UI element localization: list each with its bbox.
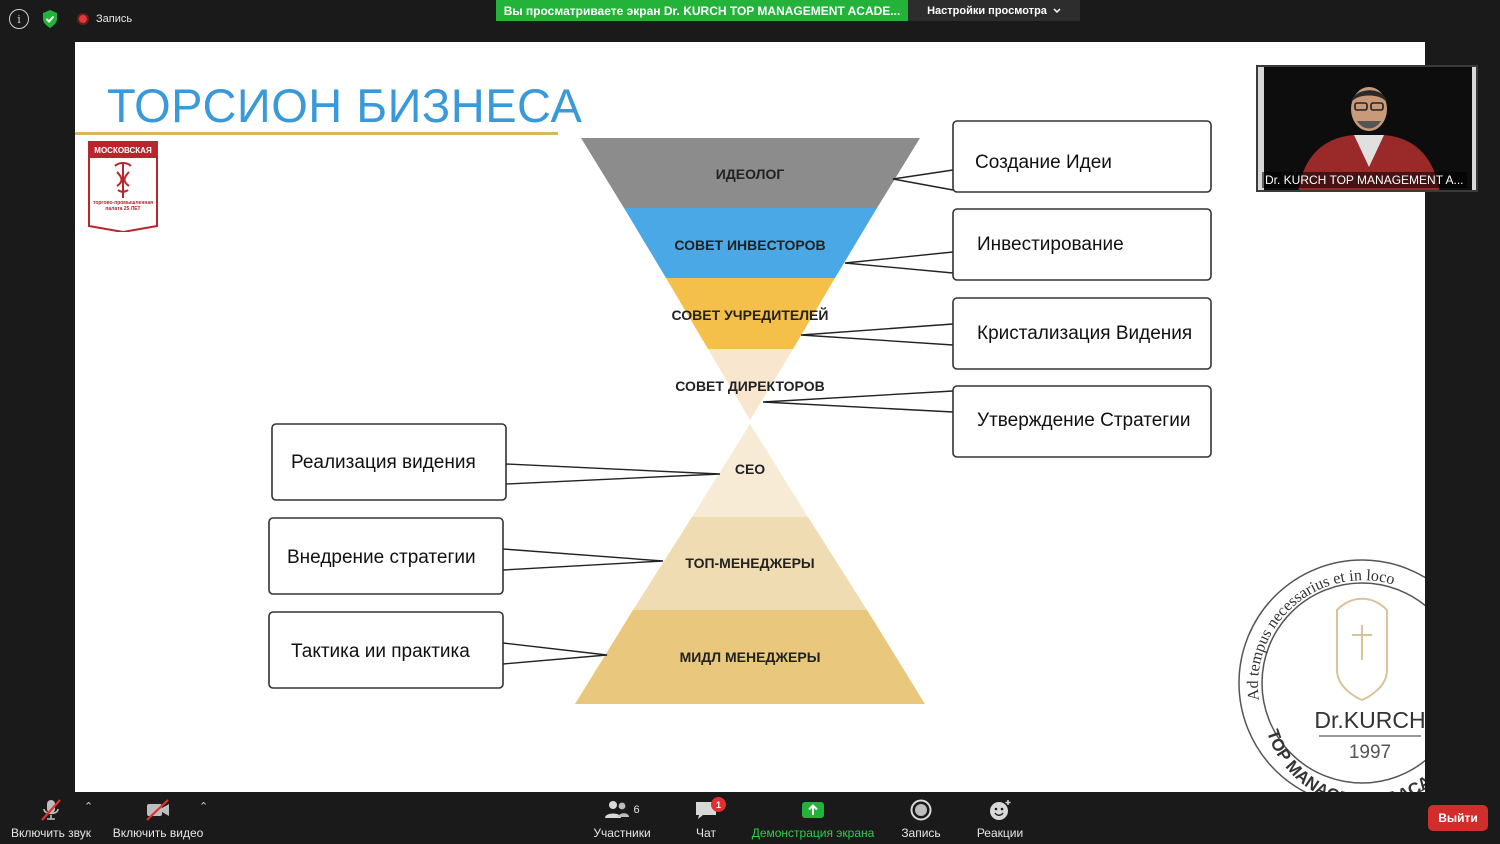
share-screen-icon	[802, 802, 824, 818]
shield-icon[interactable]	[40, 9, 60, 29]
dr-kurch-seal: Ad tempus necessarius et in loco TOP MAN…	[1238, 559, 1425, 792]
layer-label-ceo: СЕО	[735, 461, 765, 477]
layer-top-managers	[633, 517, 867, 610]
slide-title: ТОРСИОН БИЗНЕСА	[107, 79, 583, 132]
connector-right-4	[762, 390, 954, 413]
video-options-caret-icon[interactable]: ⌃	[199, 801, 209, 813]
meeting-toolbar: Включить звук ⌃ Включить видео ⌃	[0, 792, 1500, 844]
chat-unread-badge: 1	[711, 797, 726, 812]
unmute-label: Включить звук	[10, 826, 92, 840]
box-vision-realization	[271, 423, 507, 501]
box-strategy-implementation-text: Внедрение стратегии	[287, 547, 476, 568]
mtpp-logo	[88, 141, 158, 232]
connector-right-2	[844, 251, 954, 274]
layer-label-investors: СОВЕТ ИНВЕСТОРОВ	[674, 237, 825, 253]
box-vision-crystallization	[952, 297, 1212, 370]
box-strategy-approval	[952, 385, 1212, 458]
chat-label: Чат	[696, 826, 716, 840]
participants-button[interactable]: 6 Участники	[590, 796, 654, 842]
connector-left-2	[502, 548, 664, 571]
mtpp-logo-text: МОСКОВСКАЯ	[94, 146, 152, 155]
layer-investors	[624, 208, 877, 278]
participants-icon	[605, 801, 630, 818]
microphone-muted-icon	[41, 799, 61, 821]
leave-meeting-button[interactable]: Выйти	[1428, 805, 1488, 831]
box-investing	[952, 208, 1212, 281]
seal-bottom-text: TOP MANAGEMENT ACA	[1263, 727, 1425, 792]
chat-button[interactable]: 1 Чат	[686, 796, 726, 842]
info-icon[interactable]: i	[9, 9, 29, 29]
layer-label-ideolog: ИДЕОЛОГ	[716, 166, 785, 182]
box-tactics-practice-text: Тактика ии практика	[291, 641, 470, 662]
participant-name: Dr. KURCH TOP MANAGEMENT A...	[1262, 172, 1467, 188]
layer-label-founders: СОВЕТ УЧРЕДИТЕЛЕЙ	[672, 306, 829, 323]
box-strategy-implementation	[268, 517, 504, 595]
unmute-button[interactable]: Включить звук	[8, 796, 94, 842]
box-idea-creation	[952, 120, 1212, 193]
title-underline	[75, 132, 558, 135]
recording-label: Запись	[96, 13, 133, 25]
seal-brand: Dr.KURCH	[1314, 707, 1425, 733]
record-button[interactable]: Запись	[898, 796, 944, 842]
box-vision-crystallization-text: Кристализация Видения	[977, 323, 1192, 344]
participant-video[interactable]: Dr. KURCH TOP MANAGEMENT A...	[1256, 65, 1478, 192]
layer-middle-managers	[575, 610, 925, 704]
connector-left-1	[505, 463, 721, 485]
layer-founders	[666, 278, 835, 349]
layer-label-top-managers: ТОП-МЕНЕДЖЕРЫ	[685, 555, 814, 571]
chevron-down-icon	[1053, 7, 1061, 13]
box-idea-creation-text: Создание Идеи	[975, 152, 1112, 173]
record-icon	[910, 799, 932, 821]
connector-right-3	[800, 323, 954, 346]
share-screen-label: Демонстрация экрана	[751, 826, 875, 840]
reactions-label: Реакции	[976, 826, 1024, 840]
reactions-button[interactable]: Реакции	[972, 796, 1028, 842]
mtpp-logo-subtext: торгово-промышленная палата 25 ЛЕТ	[92, 200, 154, 212]
box-investing-text: Инвестирование	[977, 234, 1124, 255]
screen-share-banner: Вы просматриваете экран Dr. KURCH TOP MA…	[496, 0, 908, 21]
connector-left-3	[502, 642, 608, 665]
layer-directors	[708, 349, 793, 420]
reactions-icon	[990, 800, 1011, 820]
video-camera-off-icon	[146, 799, 169, 821]
participants-label: Участники	[593, 826, 651, 840]
participants-count: 6	[633, 804, 640, 816]
box-strategy-approval-text: Утверждение Стратегии	[977, 410, 1190, 431]
box-tactics-practice	[268, 611, 504, 689]
share-screen-button[interactable]: Демонстрация экрана	[750, 796, 876, 842]
shared-screen: ТОРСИОН БИЗНЕСА МОСКОВСКАЯ торгово-промы…	[75, 42, 1425, 792]
start-video-label: Включить видео	[112, 826, 204, 840]
box-vision-realization-text: Реализация видения	[291, 452, 476, 473]
torsion-diagram: ИДЕОЛОГ СОВЕТ ИНВЕСТОРОВ СОВЕТ УЧРЕДИТЕЛ…	[268, 120, 1212, 704]
layer-ideolog	[581, 138, 920, 208]
seal-year: 1997	[1349, 742, 1391, 763]
seal-motto: Ad tempus necessarius et in loco	[1245, 567, 1397, 701]
start-video-button[interactable]: Включить видео	[110, 796, 206, 842]
recording-icon	[77, 13, 89, 25]
top-bar: i Запись Вы просматриваете экран Dr. KUR…	[0, 0, 1500, 40]
layer-ceo	[692, 424, 808, 517]
view-settings-button[interactable]: Настройки просмотра	[908, 0, 1080, 21]
layer-label-middle-managers: МИДЛ МЕНЕДЖЕРЫ	[680, 649, 821, 665]
audio-options-caret-icon[interactable]: ⌃	[84, 801, 94, 813]
record-label: Запись	[901, 826, 941, 840]
layer-label-directors: СОВЕТ ДИРЕКТОРОВ	[675, 378, 824, 394]
view-settings-label: Настройки просмотра	[927, 4, 1047, 17]
connector-right-1	[892, 169, 954, 191]
